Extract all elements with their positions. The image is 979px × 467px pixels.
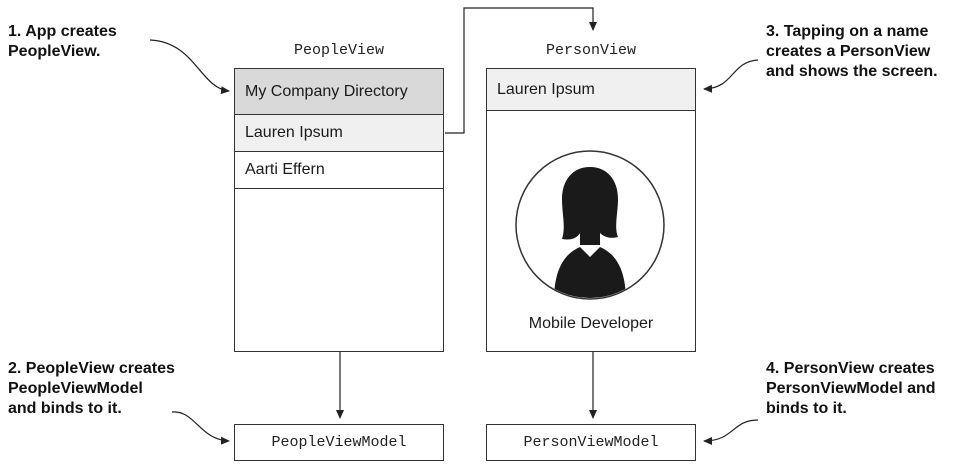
step3-callout: 3. Tapping on a name creates a PersonVie… (766, 23, 938, 80)
list-item-aarti[interactable]: Aarti Effern (235, 152, 443, 189)
person-role-label: Mobile Developer (528, 315, 654, 332)
person-name-header: Lauren Ipsum (487, 69, 695, 111)
person-view-screen: Lauren Ipsum Mobile Developer (486, 68, 696, 352)
step4-callout: 4. PersonView creates PersonViewModel an… (766, 360, 936, 417)
person-silhouette-icon (515, 150, 665, 300)
person-view-model-box: PersonViewModel (486, 424, 696, 461)
step1-arrow (149, 39, 230, 95)
people-view-model-box: PeopleViewModel (234, 424, 444, 461)
step3-arrow (703, 59, 759, 93)
person-name-label: Lauren Ipsum (497, 80, 595, 98)
directory-header-label: My Company Directory (245, 82, 408, 100)
list-item-label: Lauren Ipsum (245, 124, 343, 141)
people-view-model-label: PeopleViewModel (271, 434, 407, 451)
list-item-lauren[interactable]: Lauren Ipsum (235, 115, 443, 152)
step1-callout: 1. App creates PeopleView. (8, 23, 117, 60)
list-item-label: Aarti Effern (245, 161, 325, 178)
person-view-model-label: PersonViewModel (523, 434, 659, 451)
step2-arrow (171, 411, 230, 445)
person-view-title: PersonView (545, 42, 636, 59)
step4-arrow (703, 419, 759, 445)
people-view-title: PeopleView (293, 42, 384, 59)
step2-callout: 2. PeopleView creates PeopleViewModel an… (8, 360, 175, 417)
directory-header: My Company Directory (235, 69, 443, 115)
people-view-screen: My Company Directory Lauren Ipsum Aarti … (234, 68, 444, 352)
